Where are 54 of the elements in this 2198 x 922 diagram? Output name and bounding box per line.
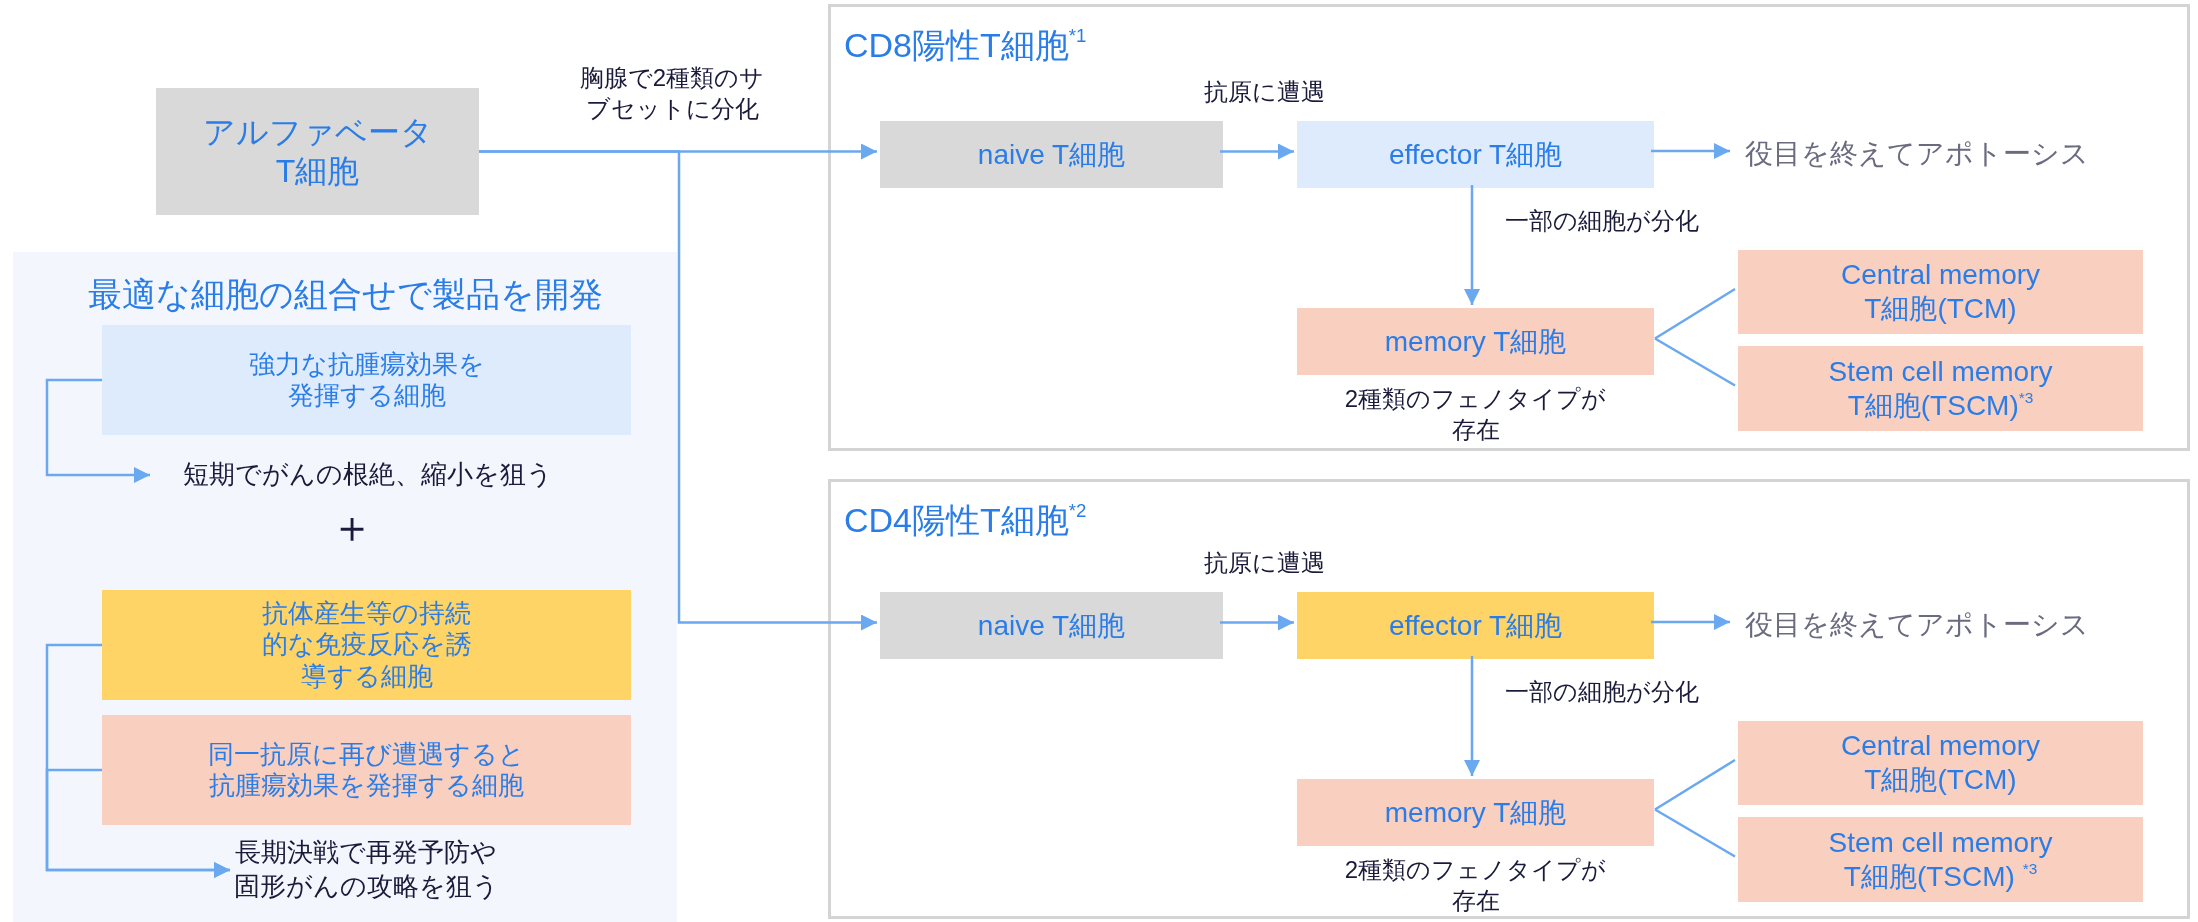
process-box xyxy=(1738,817,2143,902)
panel-title: 最適な細胞の組合せで製品を開発 xyxy=(86,274,604,315)
box-label: naive T細胞 xyxy=(977,137,1126,172)
process-box xyxy=(880,592,1223,659)
connector-line xyxy=(1654,758,1736,811)
process-box xyxy=(1297,308,1654,375)
box-label: effector T細胞 xyxy=(1388,608,1563,643)
box-label: memory T細胞 xyxy=(1384,795,1567,830)
arrow xyxy=(1464,185,1480,305)
process-box xyxy=(1738,250,2143,334)
caption-text: 2種類のフェノタイプが存在 xyxy=(1343,855,1608,917)
arrow xyxy=(1220,143,1294,160)
arrow xyxy=(1464,656,1480,776)
box-label: 強力な抗腫瘍効果を発揮する細胞 xyxy=(247,348,486,412)
process-box xyxy=(1297,779,1654,846)
caption-text: 2種類のフェノタイプが存在 xyxy=(1343,384,1608,446)
arrow xyxy=(479,150,877,631)
arrow xyxy=(1651,143,1730,159)
arrow xyxy=(1220,614,1294,631)
box-label: アルファベータ T細胞 xyxy=(201,113,434,190)
connector-line xyxy=(1654,287,1736,340)
arrow xyxy=(1651,614,1730,630)
note-text: 長期決戦で再発予防や固形がんの攻略を狙う xyxy=(230,832,502,908)
connector-line xyxy=(1654,337,1736,387)
box-label: memory T細胞 xyxy=(1384,324,1567,359)
process-box xyxy=(1738,721,2143,805)
group-title: CD4陽性T細胞$^{*2}$ xyxy=(844,500,1087,541)
process-box xyxy=(880,121,1223,188)
outcome-text: 役目を終えてアポトーシス xyxy=(1733,602,2103,648)
box-label: Stem cell memory T細胞(TSCM)$^{*3}$ xyxy=(1827,354,2054,423)
panel-background xyxy=(13,252,677,922)
box-label: effector T細胞 xyxy=(1388,137,1563,172)
process-box xyxy=(1297,121,1654,188)
box-label: Central memory T細胞(TCM) xyxy=(1839,729,2042,797)
process-box xyxy=(156,88,479,215)
outcome-text: 役目を終えてアポトーシス xyxy=(1733,131,2103,177)
process-box xyxy=(1297,592,1654,659)
box-label: Stem cell memory T細胞(TSCM) $^{*3}$ xyxy=(1827,825,2054,894)
note-text: 短期でがんの根絶、縮小を狙う xyxy=(150,452,586,498)
process-box xyxy=(102,325,631,435)
process-box xyxy=(1738,346,2143,431)
group-title: CD8陽性T細胞$^{*1}$ xyxy=(844,25,1087,66)
group-frame xyxy=(828,4,2190,451)
box-label: 同一抗原に再び遭遇すると抗腫瘍効果を発揮する細胞 xyxy=(207,738,526,802)
box-label: Central memory T細胞(TCM) xyxy=(1839,258,2042,326)
group-frame xyxy=(828,479,2190,919)
box-label: 抗体産生等の持続的な免疫反応を誘導する細胞 xyxy=(260,598,473,692)
arrow xyxy=(45,768,230,878)
arrow xyxy=(45,378,150,483)
process-box xyxy=(102,715,631,825)
process-box xyxy=(102,590,631,700)
connector-line xyxy=(1654,808,1736,858)
plus-sign: ＋ xyxy=(329,505,375,549)
box-label: naive T細胞 xyxy=(977,608,1126,643)
